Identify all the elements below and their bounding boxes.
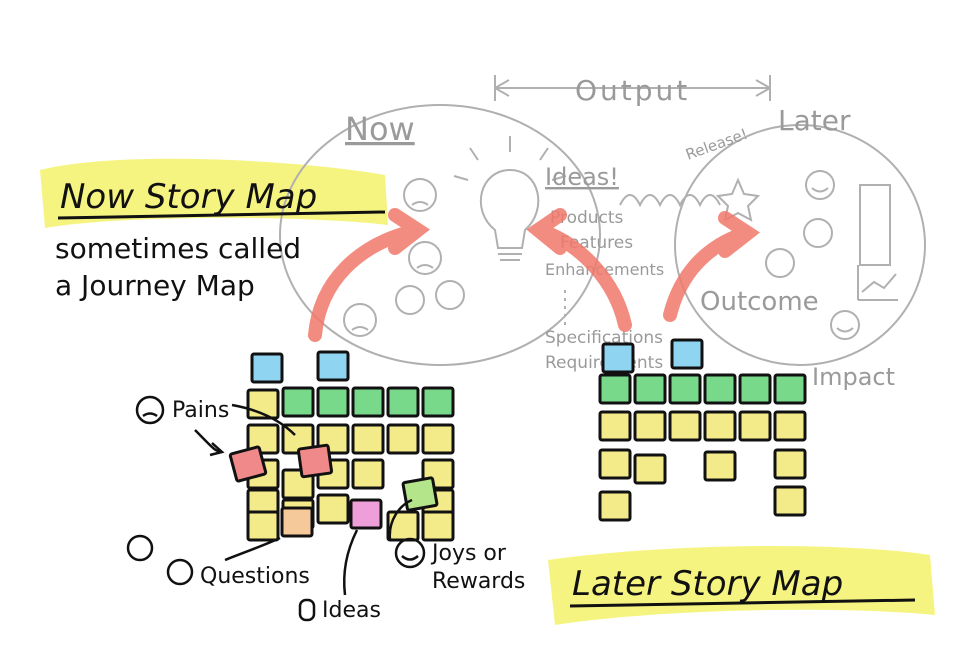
now-circle (279, 104, 601, 366)
sticky-note (668, 410, 702, 442)
transition-arrows (308, 208, 761, 342)
sticky-note (668, 373, 702, 405)
release-label: Release! (683, 125, 750, 164)
question-face-icon (126, 534, 154, 562)
sticky-note (316, 493, 350, 525)
idea-item: Specifications (545, 328, 663, 348)
sticky-note (703, 410, 737, 442)
now-story-map-title: Now Story Map (60, 177, 317, 217)
sticky-note (773, 373, 807, 405)
sad-face-icon (408, 241, 442, 275)
happy-face-icon (805, 170, 835, 200)
lightbulb-icon (298, 598, 316, 622)
question-face-icon (166, 558, 194, 586)
sticky-note (281, 386, 315, 418)
output-label: Output (575, 74, 690, 107)
lightbulb-icon (453, 136, 567, 261)
sticky-note (633, 453, 667, 485)
sticky-note (316, 386, 350, 418)
sticky-note (386, 386, 420, 418)
sticky-note (349, 498, 383, 530)
sad-face-icon (403, 178, 437, 212)
sticky-note (421, 423, 455, 455)
sticky-note (296, 443, 334, 479)
pencil-sketch (279, 75, 926, 366)
legend-questions: Questions (200, 564, 310, 589)
subtitle-line-2: a Journey Map (55, 269, 255, 302)
sticky-note (738, 410, 772, 442)
sticky-note (703, 450, 737, 482)
sticky-note (738, 373, 772, 405)
sticky-note (351, 423, 385, 455)
questions-arrow (224, 536, 281, 562)
sticky-note (598, 448, 632, 480)
pains-arrow-2 (231, 403, 296, 436)
sad-face-icon (343, 303, 377, 337)
question-face-icon (395, 280, 465, 315)
legend-marks (126, 395, 426, 622)
sticky-note (250, 352, 284, 384)
sticky-note (773, 485, 807, 517)
neutral-face-icon (803, 218, 833, 248)
sticky-note (316, 350, 350, 382)
happy-face-icon (394, 537, 426, 569)
sticky-note (773, 448, 807, 480)
sticky-note (670, 338, 704, 370)
later-circle (674, 124, 926, 366)
release-arcs (619, 194, 721, 208)
sticky-note (598, 490, 632, 522)
release-star-icon (715, 177, 761, 222)
ideas-label: Ideas! (545, 163, 619, 191)
sticky-note (280, 506, 314, 538)
title-highlights (40, 158, 935, 625)
sticky-note (401, 476, 439, 512)
chart-icon (857, 265, 898, 301)
now-story-map-stickies (228, 350, 455, 542)
arrow-now (308, 225, 417, 342)
sticky-note (601, 342, 635, 374)
sticky-note (386, 510, 420, 542)
sticky-note (598, 410, 632, 442)
sticky-note (351, 458, 385, 490)
later-title-underline (569, 598, 916, 608)
later-story-map-stickies (598, 338, 807, 522)
sticky-note (246, 510, 280, 542)
sticky-note (773, 410, 807, 442)
sticky-note (351, 386, 385, 418)
outcome-label: Outcome (700, 287, 819, 317)
happy-face-icon (830, 310, 860, 340)
sticky-note (633, 373, 667, 405)
sticky-note (598, 373, 632, 405)
joys-arrow (388, 498, 413, 541)
sticky-note (421, 386, 455, 418)
building-icon (859, 184, 891, 266)
legend-pains: Pains (172, 398, 229, 423)
later-label: Later (778, 104, 851, 137)
impact-label: Impact (812, 363, 895, 391)
legend-joys-line-1: Joys or (430, 541, 507, 566)
now-label: Now (345, 110, 415, 148)
sticky-note (633, 410, 667, 442)
sad-face-icon (135, 395, 165, 425)
ideas-arrow (343, 529, 359, 596)
now-title-underline (57, 210, 386, 220)
sticky-note (386, 423, 420, 455)
sad-face-icon (765, 248, 795, 278)
sticky-note (421, 510, 455, 542)
idea-item: Products (550, 208, 624, 228)
sticky-note (703, 373, 737, 405)
sticky-note (228, 445, 268, 483)
later-story-map-title: Later Story Map (572, 564, 843, 604)
legend-joys-line-2: Rewards (432, 569, 525, 594)
subtitle-line-1: sometimes called (55, 232, 301, 265)
legend-ideas: Ideas (322, 598, 381, 623)
